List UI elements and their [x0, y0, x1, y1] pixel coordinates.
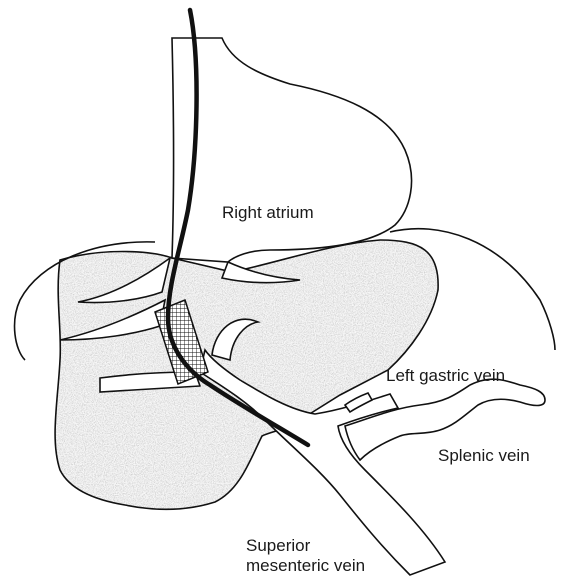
right-atrium-label: Right atrium: [222, 203, 314, 223]
superior-mesenteric-vein-label-line2: mesenteric vein: [246, 556, 365, 576]
left-gastric-vein-label: Left gastric vein: [386, 366, 505, 386]
superior-mesenteric-vein-label: Superior mesenteric vein: [246, 536, 365, 575]
superior-mesenteric-vein-label-line1: Superior: [246, 536, 365, 556]
splenic-vein-label: Splenic vein: [438, 446, 530, 466]
right-atrium: [172, 38, 412, 262]
